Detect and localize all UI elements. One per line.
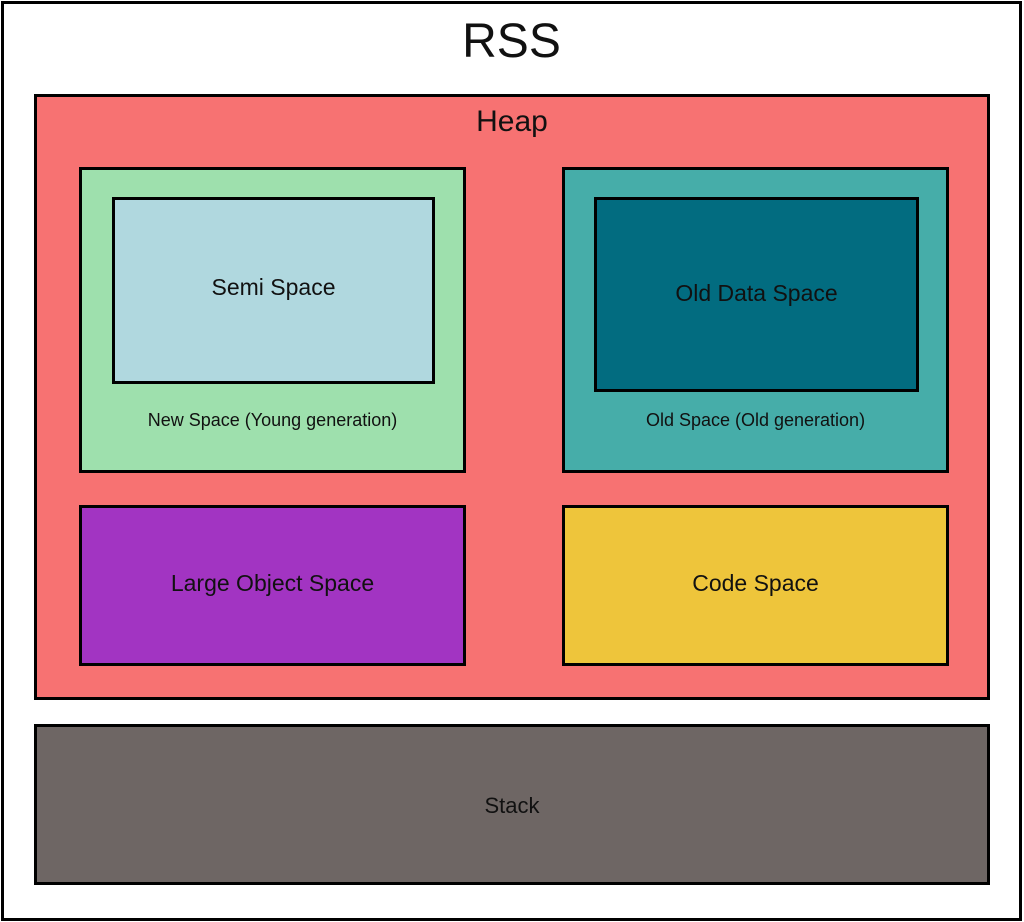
old-data-space-box: Old Data Space [594,197,919,392]
stack-label: Stack [484,793,540,818]
old-data-space-label: Old Data Space [675,280,838,306]
heap-title: Heap [476,105,548,138]
new-space-label: New Space (Young generation) [147,410,398,430]
code-space-label: Code Space [692,570,819,596]
large-object-space-label: Large Object Space [170,570,375,596]
semi-space-box: Semi Space [112,197,435,384]
new-space-box: Semi Space New Space (Young generation) [79,167,466,473]
rss-title: RSS [462,15,561,68]
semi-space-label: Semi Space [211,274,336,300]
heap-box: Heap Semi Space New Space (Young generat… [34,94,990,700]
old-space-label: Old Space (Old generation) [645,410,866,430]
stack-box: Stack [34,724,990,885]
old-space-box: Old Data Space Old Space (Old generation… [562,167,949,473]
code-space-box: Code Space [562,505,949,666]
large-object-space-box: Large Object Space [79,505,466,666]
